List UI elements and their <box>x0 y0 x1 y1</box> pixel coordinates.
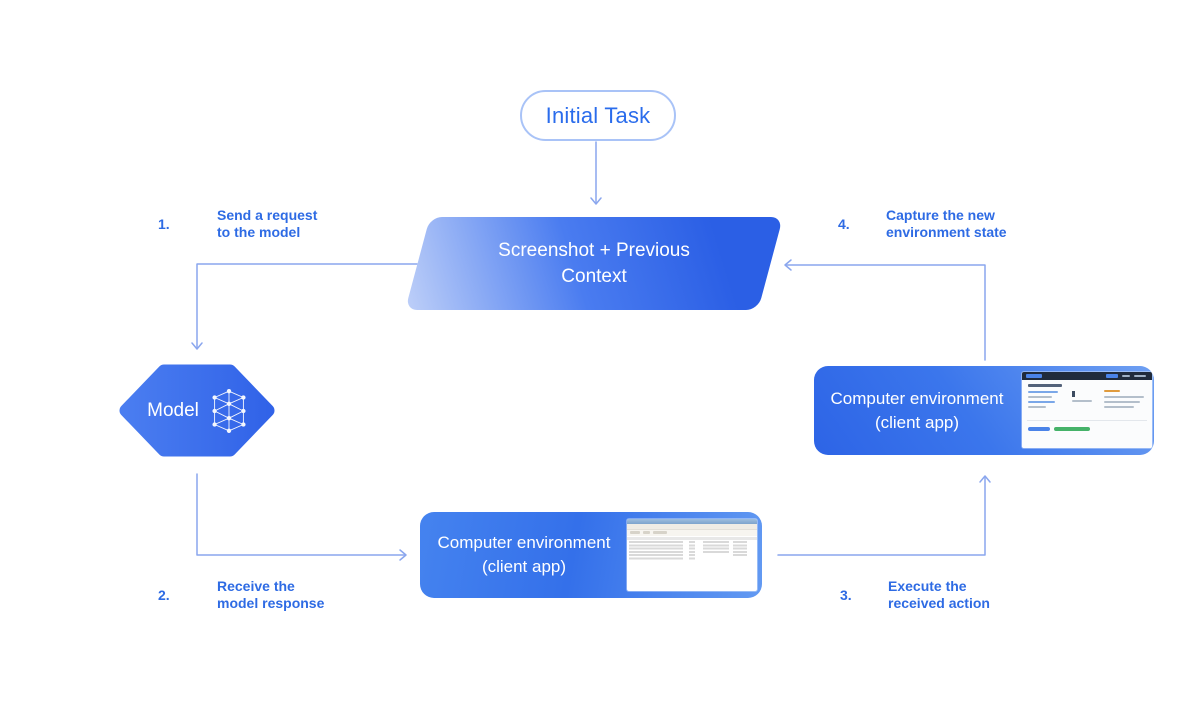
arrow-context-to-model <box>191 263 418 350</box>
context-label-line2: Context <box>561 265 627 287</box>
thumbnail-titlebar <box>627 519 757 524</box>
env-bottom-line1: Computer environment <box>437 533 611 552</box>
env-right-line2: (client app) <box>874 412 960 432</box>
step-2-text: Receive the model response <box>217 578 325 611</box>
model-label: Model <box>147 399 199 421</box>
initial-task-node: Initial Task <box>520 90 676 141</box>
step-4-text: Capture the new environment state <box>886 207 1007 240</box>
step-3-text: Execute the received action <box>888 578 990 611</box>
model-node-content: Model <box>118 363 276 458</box>
web-app-thumbnail <box>1022 372 1152 448</box>
context-label-line1: Screenshot + Previous <box>498 239 690 261</box>
thumbnail-menubar <box>627 524 757 530</box>
env-bottom-line2: (client app) <box>481 557 567 576</box>
environment-bottom-label: Computer environment (client app) <box>420 531 628 579</box>
neural-network-icon <box>212 388 246 433</box>
environment-bottom-node: Computer environment (client app) <box>420 512 762 598</box>
context-node-label: Screenshot + Previous Context <box>418 217 771 310</box>
initial-task-label: Initial Task <box>545 102 651 128</box>
thumbnail-web-body <box>1022 380 1152 448</box>
thumbnail-table-rows <box>627 540 757 562</box>
desktop-app-thumbnail <box>627 519 757 591</box>
hexagon-shape <box>119 364 275 457</box>
env-right-line1: Computer environment <box>830 388 1004 408</box>
step-1-text: Send a request to the model <box>217 207 318 240</box>
arrow-environment-to-environment <box>777 475 991 556</box>
context-node: Screenshot + Previous Context <box>405 217 783 310</box>
step-4-number: 4. <box>838 216 850 232</box>
arrow-initial-task-to-context <box>590 141 602 205</box>
arrow-model-to-environment <box>196 473 407 561</box>
step-3-number: 3. <box>840 587 852 603</box>
step-1-number: 1. <box>158 216 170 232</box>
thumbnail-web-header <box>1022 372 1152 380</box>
environment-right-label: Computer environment (client app) <box>814 387 1020 435</box>
arrow-environment-to-context <box>784 259 986 361</box>
environment-right-node: Computer environment (client app) <box>814 366 1154 455</box>
step-2-number: 2. <box>158 587 170 603</box>
thumbnail-toolbar <box>627 530 757 536</box>
model-node: Model <box>118 363 276 458</box>
thumbnail-table-header <box>627 537 757 540</box>
